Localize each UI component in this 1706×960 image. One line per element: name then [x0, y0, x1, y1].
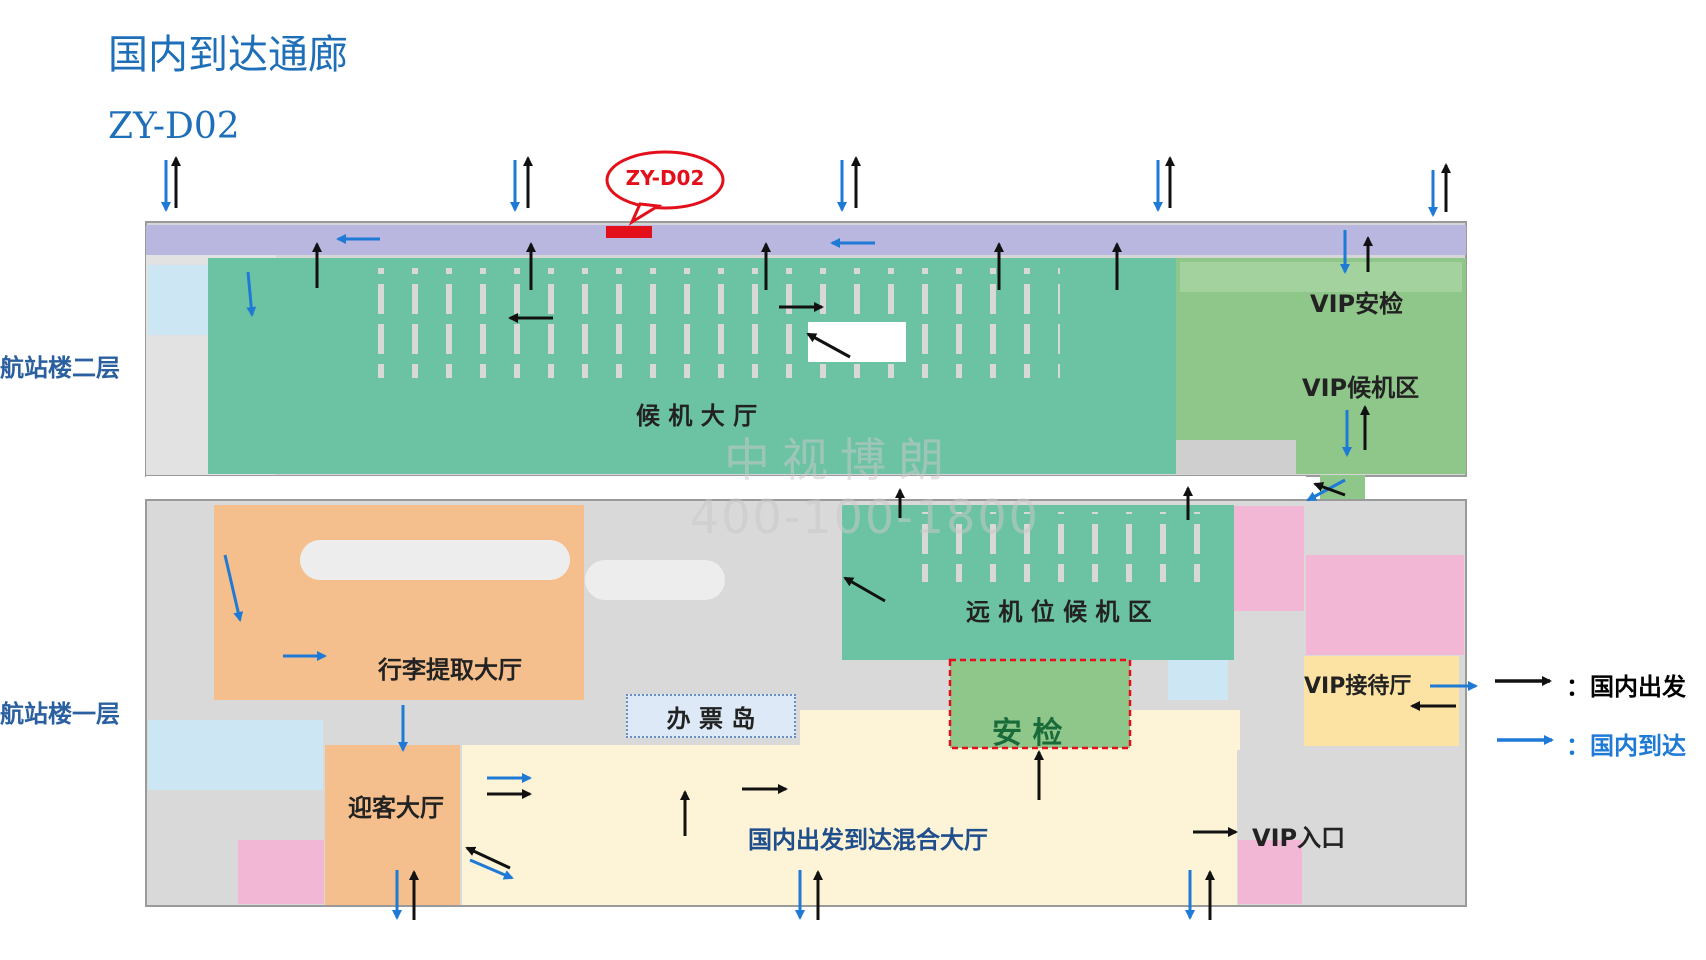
- floor-label-upper: 航站楼二层: [0, 354, 120, 382]
- zone-ticket-island: 办 票 岛: [626, 694, 796, 738]
- ticket-island-label: 办 票 岛: [666, 704, 756, 733]
- upper-floor: [145, 221, 1467, 555]
- security-area: [948, 658, 1132, 750]
- zone-greeting-hall: 迎客大厅: [348, 794, 444, 822]
- baggage-hall-area: [214, 505, 584, 700]
- zone-waiting-hall: 候 机 大 厅: [636, 402, 758, 430]
- legend-arrival-label: ：国内到达: [1566, 732, 1686, 760]
- zone-vip-waiting: VIP候机区: [1302, 374, 1420, 402]
- zone-vip-entrance: VIP入口: [1252, 824, 1346, 852]
- watermark-name: 中视博朗: [724, 433, 956, 487]
- marker-label: ZY-D02: [625, 166, 705, 190]
- location-marker: [605, 150, 725, 238]
- arrival-arrows: [161, 160, 1478, 920]
- zone-vip-security: VIP安检: [1310, 290, 1404, 318]
- location-code: ZY-D02: [108, 106, 240, 147]
- legend-arrival: ：国内到达: [1566, 726, 1686, 761]
- zone-baggage-hall: 行李提取大厅: [378, 656, 522, 684]
- floor-label-lower: 航站楼一层: [0, 700, 120, 728]
- zone-mixed-hall: 国内出发到达混合大厅: [748, 826, 988, 854]
- legend-departure-label: ：国内出发: [1566, 673, 1686, 701]
- legend-arrows: [1495, 676, 1554, 745]
- zone-remote-waiting: 远 机 位 候 机 区: [966, 598, 1152, 626]
- lower-floor: [145, 499, 1467, 907]
- greeting-hall-area: [325, 745, 460, 905]
- legend-departure: ：国内出发: [1566, 667, 1686, 702]
- marker-position: [606, 226, 652, 238]
- zone-security: 安 检: [992, 716, 1063, 751]
- zone-vip-reception: VIP接待厅: [1304, 674, 1412, 699]
- page-title: 国内到达通廊: [108, 32, 348, 78]
- watermark-phone: 400-100-1800: [690, 490, 1040, 544]
- vip-area: [1176, 258, 1466, 474]
- departure-arrows: [171, 156, 1456, 920]
- mixed-hall-area: [462, 745, 1237, 905]
